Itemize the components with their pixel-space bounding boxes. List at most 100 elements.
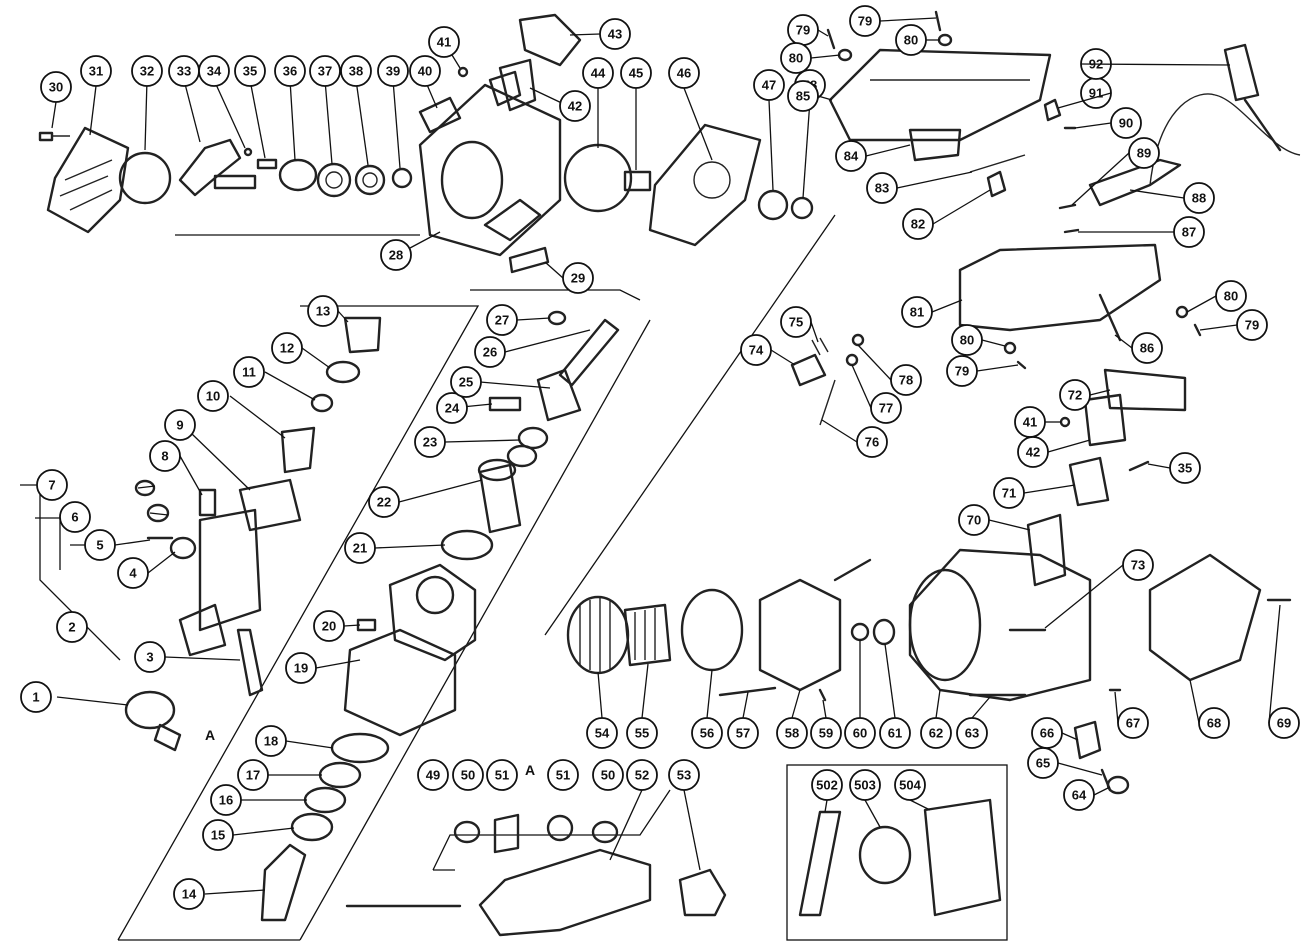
svg-text:26: 26: [483, 345, 497, 360]
tool-retainer-14: [260, 843, 307, 922]
svg-text:67: 67: [1126, 716, 1140, 731]
tail-cover-68: [1148, 553, 1262, 682]
callout-bubbles: 1 2 3 4 5 6 7 8 9 10 11 12 13 14 15 16 1…: [20, 5, 1300, 910]
callout-46: 46: [668, 57, 700, 89]
handle-85: [828, 48, 1052, 142]
callout-60: 60: [844, 717, 876, 749]
ring-17: [318, 761, 362, 789]
svg-text:61: 61: [888, 726, 902, 741]
pin-41: [457, 66, 469, 78]
callout-91: 91: [1080, 77, 1112, 109]
screw-89: [1058, 203, 1077, 210]
callout-80c: 80: [951, 324, 983, 356]
callout-31: 31: [80, 55, 112, 87]
callout-84: 84: [835, 140, 867, 172]
callout-503: 503: [849, 769, 881, 801]
svg-text:37: 37: [318, 64, 332, 79]
callout-35b: 35: [1169, 452, 1201, 484]
screw-35b: [1128, 460, 1150, 472]
connecting-rod: [558, 318, 620, 387]
callout-81: 81: [901, 296, 933, 328]
svg-text:15: 15: [211, 828, 225, 843]
spring-6: [146, 503, 170, 523]
svg-text:68: 68: [1207, 716, 1221, 731]
callout-50b: 50: [592, 759, 624, 791]
callout-68: 68: [1198, 707, 1230, 739]
callout-74: 74: [740, 334, 772, 366]
cylinder: [343, 563, 477, 737]
svg-text:79: 79: [858, 14, 872, 29]
svg-text:23: 23: [423, 435, 437, 450]
crank-shaft: [178, 138, 257, 197]
callout-37: 37: [309, 55, 341, 87]
svg-text:84: 84: [844, 149, 859, 164]
rubber-pad-72: [1103, 368, 1187, 412]
svg-text:82: 82: [911, 217, 925, 232]
leader-lines-right: [597, 17, 1281, 871]
svg-text:41: 41: [437, 35, 451, 50]
callout-56: 56: [691, 717, 723, 749]
ball-bearing-1: [316, 162, 352, 198]
callout-50a: 50: [452, 759, 484, 791]
brush-cap-64: [1106, 775, 1130, 795]
callout-87: 87: [1173, 216, 1205, 248]
svg-text:54: 54: [595, 726, 610, 741]
callout-70: 70: [958, 504, 990, 536]
callout-90: 90: [1110, 107, 1142, 139]
callout-67: 67: [1117, 707, 1149, 739]
callout-21: 21: [344, 532, 376, 564]
svg-text:75: 75: [789, 315, 803, 330]
svg-text:18: 18: [264, 734, 278, 749]
svg-text:14: 14: [182, 887, 197, 902]
svg-text:49: 49: [426, 768, 440, 783]
label-plate: [418, 96, 462, 134]
connector-82: [986, 170, 1007, 198]
svg-text:70: 70: [967, 513, 981, 528]
callout-26: 26: [474, 336, 506, 368]
fan-disc: [563, 143, 633, 213]
washer-18: [330, 732, 390, 764]
svg-text:2: 2: [68, 620, 75, 635]
screw-79b: [934, 10, 942, 32]
callout-43: 43: [599, 18, 631, 50]
callout-58: 58: [776, 717, 808, 749]
callout-61: 61: [879, 717, 911, 749]
o-ring-23b: [506, 444, 538, 468]
leader-lines: [51, 33, 811, 895]
svg-text:8: 8: [161, 449, 168, 464]
side-handle-band: [124, 690, 182, 752]
housing-plate: [648, 123, 762, 247]
svg-text:35: 35: [243, 64, 257, 79]
callout-24: 24: [436, 392, 468, 424]
switch-70: [1026, 513, 1067, 587]
callout-28: 28: [380, 239, 412, 271]
svg-text:19: 19: [294, 661, 308, 676]
callout-72: 72: [1059, 379, 1091, 411]
callout-38: 38: [340, 55, 372, 87]
callout-33: 33: [168, 55, 200, 87]
svg-text:55: 55: [635, 726, 649, 741]
svg-text:1: 1: [32, 690, 39, 705]
callout-89: 89: [1128, 137, 1160, 169]
callout-4: 4: [117, 557, 149, 589]
callout-6: 6: [59, 501, 91, 533]
callout-13: 13: [307, 295, 339, 327]
svg-text:76: 76: [865, 435, 879, 450]
svg-text:39: 39: [386, 64, 400, 79]
svg-text:45: 45: [629, 66, 643, 81]
svg-text:58: 58: [785, 726, 799, 741]
svg-text:80: 80: [1224, 289, 1238, 304]
switch-84: [908, 128, 962, 162]
callout-77: 77: [870, 392, 902, 424]
svg-text:66: 66: [1040, 726, 1054, 741]
damper-51b: [546, 814, 574, 842]
svg-text:504: 504: [899, 778, 921, 793]
callout-54: 54: [586, 717, 618, 749]
callout-20: 20: [313, 610, 345, 642]
callout-80d: 80: [1215, 280, 1247, 312]
callout-9: 9: [164, 409, 196, 441]
svg-text:62: 62: [929, 726, 943, 741]
motor-housing-62: [908, 548, 1092, 702]
callout-5: 5: [84, 529, 116, 561]
case-504: [923, 798, 1002, 917]
